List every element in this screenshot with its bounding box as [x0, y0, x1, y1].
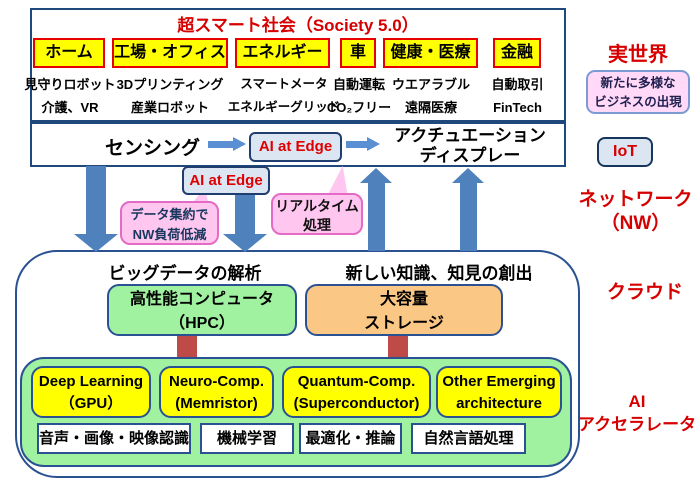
- up-arrow-left-body: [368, 182, 385, 251]
- subitem: 産業ロボット: [130, 100, 209, 115]
- data-aggregation-bubble: データ集約で NW負荷低減: [120, 201, 219, 245]
- accel-line1: Deep Learning: [38, 373, 144, 390]
- bubble-line2: NW負荷低減: [132, 227, 207, 242]
- down-arrow-mid-head: [223, 234, 267, 252]
- subitems-finance: 自動取引 FinTech: [475, 73, 560, 119]
- hpc-box: 高性能コンピュータ （HPC）: [107, 284, 297, 336]
- arrow-shaft: [346, 141, 367, 148]
- cloud-label: クラウド: [606, 282, 683, 303]
- arrow-head: [367, 137, 380, 151]
- accel-line2: architecture: [456, 395, 542, 412]
- category-energy: エネルギー: [235, 38, 330, 68]
- function-optimization: 最適化・推論: [299, 423, 402, 454]
- category-factory: 工場・オフィス: [112, 38, 228, 68]
- down-arrow-left-body: [86, 166, 106, 235]
- realtime-bubble: リアルタイム 処理: [271, 193, 363, 235]
- accelerator-neuro: Neuro-Comp. (Memristor): [159, 366, 274, 418]
- accelerator-deep-learning: Deep Learning （GPU）: [31, 366, 151, 418]
- up-arrow-right-head: [452, 168, 484, 183]
- accel-line2: （GPU）: [59, 395, 123, 412]
- business-line2: ビジネスの出現: [594, 95, 682, 109]
- network-label: ネットワーク （NW）: [573, 188, 698, 236]
- accelerator-other: Other Emerging architecture: [436, 366, 562, 418]
- up-arrow-right-body: [460, 182, 477, 251]
- sensing-label: センシング: [104, 138, 200, 159]
- right-arrow-icon: [208, 137, 246, 152]
- new-business-box: 新たに多様な ビジネスの出現: [586, 70, 690, 114]
- subitem: 介護、VR: [41, 100, 99, 115]
- subitem: 自動取引: [491, 77, 544, 92]
- storage-line2: ストレージ: [364, 315, 444, 332]
- subitem: FinTech: [493, 100, 542, 115]
- accel-line2: (Memristor): [175, 395, 258, 412]
- ai-label-line2: アクセラレータ: [577, 415, 697, 434]
- function-machine-learning: 機械学習: [200, 423, 294, 454]
- subitem: 3Dプリンティング: [116, 77, 224, 92]
- bubble-line1: データ集約で: [130, 207, 209, 222]
- subitems-health: ウエアラブル 遠隔医療: [385, 73, 477, 119]
- bigdata-analysis-label: ビッグデータの解析: [108, 264, 262, 283]
- actuation-label: アクチュエーション ディスプレー: [380, 126, 560, 166]
- subitems-car: 自動運転 CO₂フリー: [318, 73, 400, 119]
- network-line1: ネットワーク: [578, 189, 693, 210]
- subitem: CO₂フリー: [326, 100, 392, 115]
- subitem: 遠隔医療: [404, 100, 457, 115]
- accel-line2: (Superconductor): [293, 395, 420, 412]
- accel-line1: Quantum-Comp.: [297, 373, 416, 390]
- storage-line1: 大容量: [379, 291, 428, 308]
- connector-left: [177, 336, 197, 358]
- ai-label-line1: AI: [628, 392, 646, 411]
- actuation-line2: ディスプレー: [419, 146, 521, 165]
- subitems-energy: スマートメータ エネルギーグリッド: [225, 73, 343, 119]
- subitem: スマートメータ: [240, 77, 328, 91]
- subitem: 自動運転: [332, 77, 385, 92]
- arrow-head: [233, 137, 246, 151]
- bubble-line1: リアルタイム: [275, 198, 359, 214]
- storage-box: 大容量 ストレージ: [305, 284, 503, 336]
- subitems-factory: 3Dプリンティング 産業ロボット: [110, 73, 230, 119]
- real-world-label: 実世界: [608, 44, 668, 66]
- diagram-title: 超スマート社会（Society 5.0）: [177, 16, 419, 35]
- network-line2: （NW）: [600, 213, 671, 234]
- subitem: 見守りロボット: [24, 77, 116, 92]
- subitem: ウエアラブル: [391, 77, 470, 92]
- right-arrow-icon: [346, 137, 380, 152]
- knowledge-creation-label: 新しい知識、知見の創出: [345, 264, 533, 283]
- bubble-line2: 処理: [303, 217, 331, 233]
- down-arrow-left-head: [74, 234, 118, 252]
- arrow-shaft: [208, 141, 233, 148]
- up-arrow-left-head: [360, 168, 392, 183]
- function-nlp: 自然言語処理: [411, 423, 526, 454]
- hpc-line2: （HPC）: [169, 315, 235, 332]
- category-health: 健康・医療: [383, 38, 478, 68]
- business-line1: 新たに多様な: [600, 76, 676, 90]
- ai-at-edge-box-network: AI at Edge: [182, 166, 270, 195]
- function-recognition: 音声・画像・映像認識: [37, 423, 191, 454]
- category-home: ホーム: [33, 38, 105, 68]
- category-car: 車: [340, 38, 376, 68]
- subitem: エネルギーグリッド: [227, 100, 341, 114]
- accel-line1: Other Emerging: [442, 373, 556, 390]
- iot-badge: IoT: [597, 137, 653, 167]
- hpc-line1: 高性能コンピュータ: [129, 291, 274, 308]
- ai-accelerator-label: AI アクセラレータ: [574, 390, 700, 436]
- actuation-line1: アクチュエーション: [394, 126, 546, 145]
- subitems-home: 見守りロボット 介護、VR: [18, 73, 122, 119]
- ai-at-edge-box-row: AI at Edge: [249, 132, 342, 162]
- category-finance: 金融: [493, 38, 541, 68]
- accelerator-quantum: Quantum-Comp. (Superconductor): [282, 366, 431, 418]
- connector-right: [388, 336, 408, 358]
- accel-line1: Neuro-Comp.: [169, 373, 264, 390]
